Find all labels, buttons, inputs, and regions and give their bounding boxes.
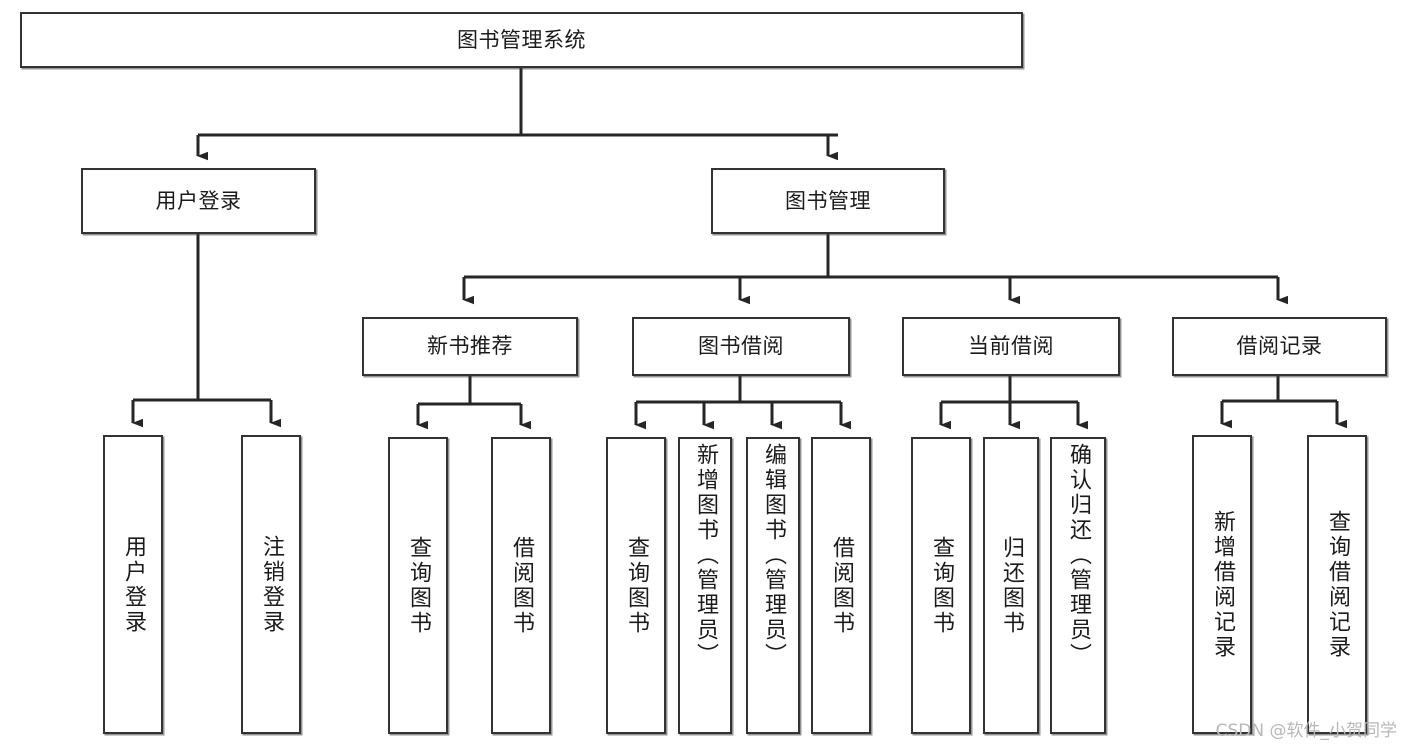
leaf-edit-book-admin[interactable]: 编辑图书（管理员） (746, 437, 800, 734)
node-label: 新增借阅记录 (1210, 509, 1235, 660)
node-label: 新书推荐 (427, 334, 513, 359)
leaf-borrow-book-borrowing[interactable]: 借阅图书 (811, 437, 871, 734)
leaf-query-book-current[interactable]: 查询图书 (911, 437, 971, 734)
node-root-book-management-system[interactable]: 图书管理系统 (20, 12, 1023, 68)
node-label: 借阅图书 (829, 535, 854, 636)
node-label: 借阅记录 (1236, 334, 1323, 359)
node-current-borrowing[interactable]: 当前借阅 (902, 317, 1120, 376)
leaf-return-book[interactable]: 归还图书 (983, 437, 1039, 734)
node-label: 归还图书 (999, 535, 1024, 636)
leaf-confirm-return-admin[interactable]: 确认归还（管理员） (1050, 437, 1106, 734)
node-new-book-recommendation[interactable]: 新书推荐 (362, 317, 578, 376)
leaf-query-book-new-rec[interactable]: 查询图书 (388, 437, 448, 734)
leaf-add-borrowing-record[interactable]: 新增借阅记录 (1192, 435, 1252, 734)
node-user-login[interactable]: 用户登录 (81, 168, 316, 234)
node-label: 当前借阅 (968, 334, 1054, 359)
node-borrowing-records[interactable]: 借阅记录 (1172, 317, 1387, 376)
node-label: 用户登录 (121, 534, 146, 635)
node-label: 查询图书 (929, 535, 954, 636)
node-label: 确认归还（管理员） (1066, 443, 1091, 668)
node-label: 注销登录 (259, 534, 284, 635)
node-label: 查询图书 (406, 535, 431, 636)
node-label: 图书管理系统 (457, 27, 586, 52)
node-label: 新增图书（管理员） (693, 443, 718, 668)
leaf-user-login[interactable]: 用户登录 (103, 435, 163, 734)
node-label: 编辑图书（管理员） (761, 443, 786, 668)
node-label: 图书管理 (785, 188, 871, 213)
node-label: 用户登录 (155, 188, 242, 213)
node-label: 借阅图书 (509, 535, 534, 636)
csdn-watermark: CSDN @软件_小贺同学 (1215, 721, 1397, 741)
node-label: 图书借阅 (698, 334, 784, 359)
leaf-borrow-book-new-rec[interactable]: 借阅图书 (491, 437, 551, 734)
leaf-query-book-borrowing[interactable]: 查询图书 (606, 437, 666, 734)
leaf-user-logout[interactable]: 注销登录 (241, 435, 301, 734)
node-label: 查询借阅记录 (1325, 509, 1350, 660)
node-label: 查询图书 (624, 535, 649, 636)
leaf-query-borrowing-record[interactable]: 查询借阅记录 (1307, 435, 1367, 734)
node-book-borrowing[interactable]: 图书借阅 (632, 317, 850, 376)
leaf-add-book-admin[interactable]: 新增图书（管理员） (678, 437, 732, 734)
node-book-management[interactable]: 图书管理 (711, 168, 945, 234)
